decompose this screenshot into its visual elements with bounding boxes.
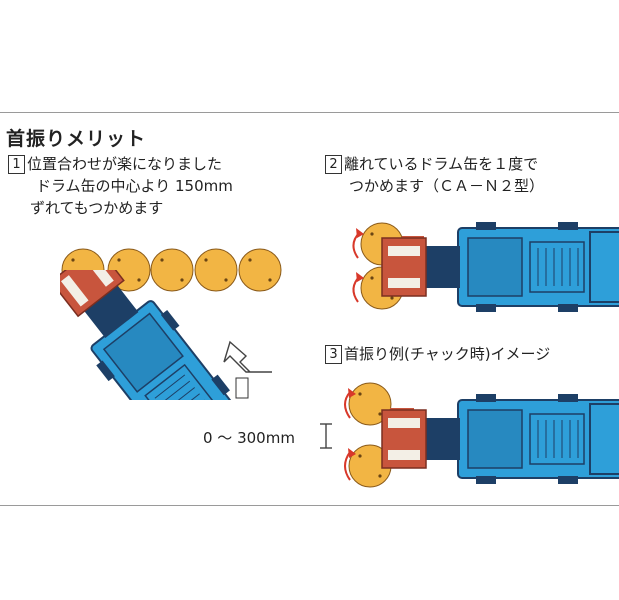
angled-truck <box>60 270 260 400</box>
rotation-arrow-icon <box>223 340 272 373</box>
truck-panel-3 <box>344 382 619 488</box>
caption-3-number: 3 <box>325 345 342 364</box>
truck-panel-2 <box>352 221 619 313</box>
caption-2-number: 2 <box>325 155 342 174</box>
range-label: 0 ～ 300mm <box>203 429 295 447</box>
caption-1-number: 1 <box>8 155 25 174</box>
caption-2-line2: つかめます（ＣＡ－Ｎ２型） <box>349 177 545 195</box>
caption-2-line1: 離れているドラム缶を１度で <box>344 155 539 173</box>
panel-title: 首振りメリット <box>6 128 147 150</box>
caption-1-line2: ドラム缶の中心より 150mm <box>36 177 233 195</box>
range-bracket-icon <box>320 423 332 449</box>
caption-1-line1: 位置合わせが楽になりました <box>27 155 223 173</box>
caption-1-line3: ずれてもつかめます <box>30 199 164 217</box>
caption-3-label: 首振り例(チャック時)イメージ <box>344 345 551 363</box>
